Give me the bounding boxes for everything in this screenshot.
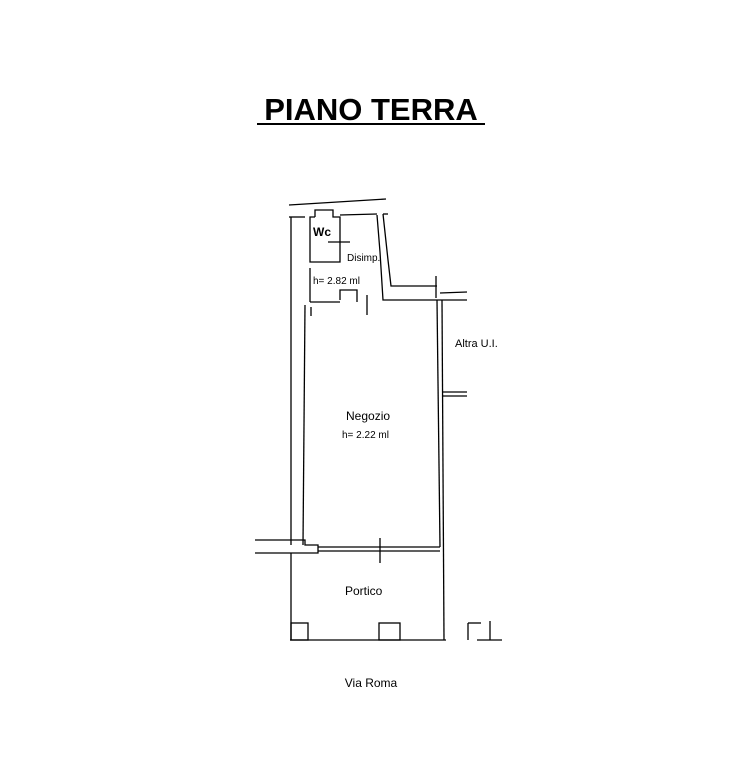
- room-height-disimp: h= 2.82 ml: [313, 276, 360, 287]
- room-height-negozio: h= 2.22 ml: [342, 430, 389, 441]
- walls: [255, 198, 502, 641]
- street-label: Via Roma: [345, 676, 398, 690]
- page-title: PIANO TERRA: [264, 92, 478, 127]
- room-label-negozio: Negozio: [346, 409, 390, 423]
- room-label-disimp: Disimp.: [347, 253, 380, 264]
- room-label-wc: Wc: [313, 225, 331, 239]
- room-label-altra: Altra U.I.: [455, 338, 498, 350]
- room-label-portico: Portico: [345, 584, 383, 598]
